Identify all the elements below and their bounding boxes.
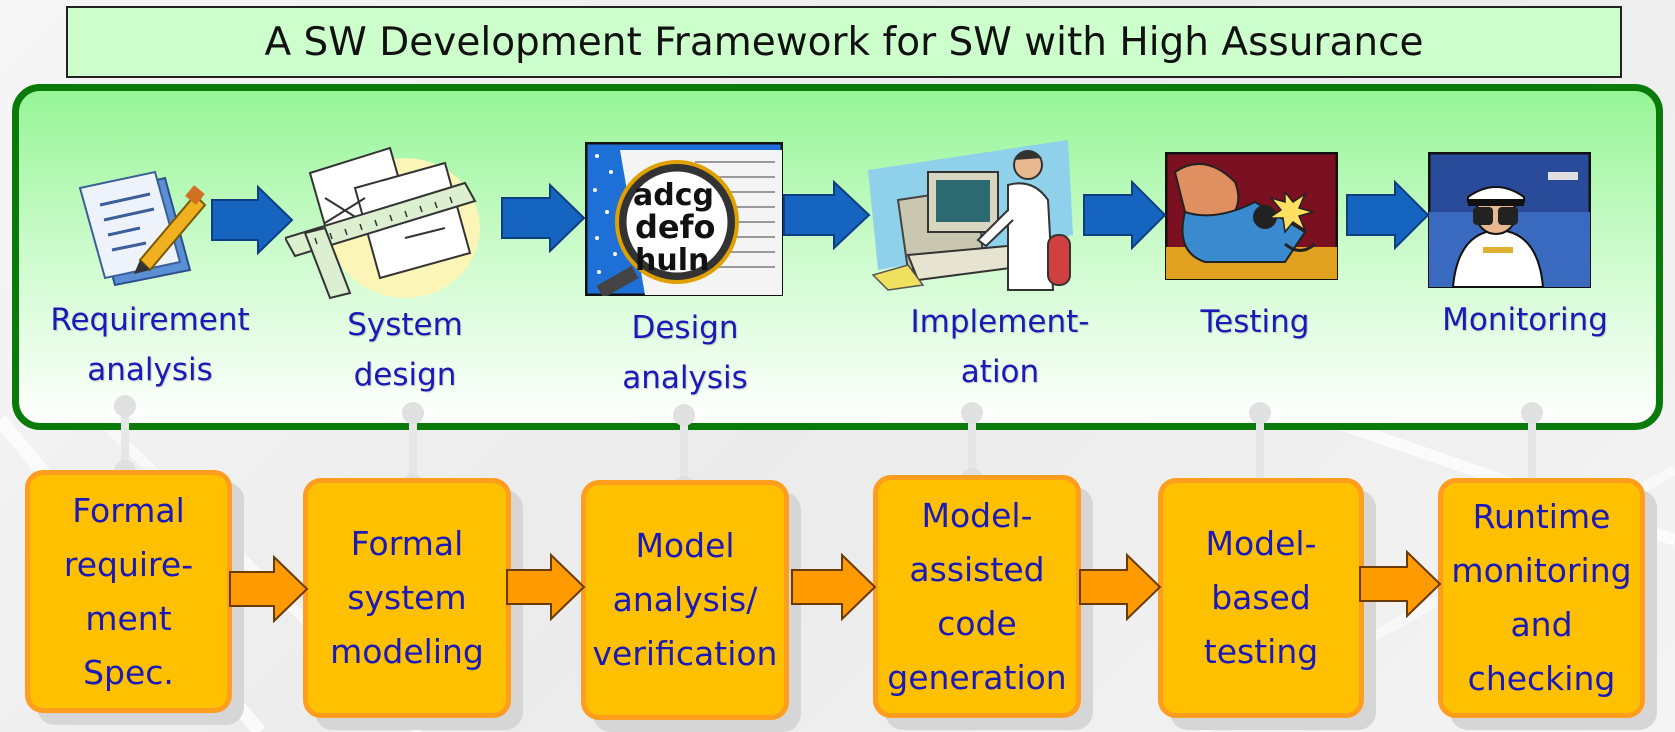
connector-dot bbox=[114, 395, 136, 417]
connector-dot bbox=[402, 402, 424, 424]
blue-arrow-icon bbox=[783, 180, 871, 250]
connector-line bbox=[121, 404, 129, 464]
orange-arrow-icon bbox=[1359, 550, 1442, 618]
connector-line bbox=[1528, 410, 1536, 486]
method-box-runtime-monitoring-checking: Runtime monitoring and checking bbox=[1438, 478, 1645, 718]
process-panel bbox=[12, 84, 1663, 430]
connector-line bbox=[1256, 410, 1264, 486]
method-box-model-analysis-verification: Model analysis/ verification bbox=[581, 480, 789, 720]
magnifying-glass-icon: adcg defo huln bbox=[585, 142, 783, 296]
stage-label-system-design: System design bbox=[347, 307, 463, 393]
blue-arrow-icon bbox=[1346, 180, 1430, 250]
orange-arrow-icon bbox=[1079, 553, 1162, 621]
connector-line bbox=[680, 412, 688, 484]
stage-label-requirement-analysis: Requirement analysis bbox=[50, 302, 250, 388]
method-box-formal-system-modeling: Formal system modeling bbox=[303, 478, 511, 718]
method-box-model-based-testing: Model- based testing bbox=[1158, 478, 1364, 718]
svg-text:defo: defo bbox=[635, 208, 716, 246]
stage-label-testing: Testing bbox=[1200, 304, 1310, 340]
connector-dot bbox=[1249, 402, 1271, 424]
document-pen-icon bbox=[78, 170, 207, 287]
stage-label-monitoring: Monitoring bbox=[1442, 302, 1608, 338]
svg-text:huln: huln bbox=[635, 243, 709, 278]
blue-arrow-icon bbox=[1083, 180, 1167, 250]
method-box-formal-requirement-spec: Formal require- ment Spec. bbox=[25, 470, 232, 713]
orange-arrow-icon bbox=[229, 555, 309, 623]
connector-line bbox=[409, 410, 417, 480]
stage-label-design-analysis: Design analysis bbox=[622, 310, 748, 396]
stage-label-implementation: Implement- ation bbox=[910, 304, 1090, 390]
method-box-model-assisted-code-generation: Model- assisted code generation bbox=[873, 475, 1081, 718]
orange-arrow-icon bbox=[791, 553, 877, 621]
connector-line bbox=[968, 410, 976, 476]
blueprint-ruler-icon bbox=[285, 146, 480, 300]
svg-text:adcg: adcg bbox=[633, 178, 714, 213]
inspector-icon bbox=[1165, 152, 1338, 280]
programmer-at-computer-icon bbox=[868, 140, 1073, 291]
connector-dot bbox=[1521, 402, 1543, 424]
diagram-title: A SW Development Framework for SW with H… bbox=[66, 6, 1622, 78]
connector-dot bbox=[673, 404, 695, 426]
connector-dot bbox=[961, 402, 983, 424]
orange-arrow-icon bbox=[506, 553, 586, 621]
blue-arrow-icon bbox=[501, 183, 586, 253]
captain-binoculars-icon bbox=[1428, 152, 1591, 288]
blue-arrow-icon bbox=[211, 185, 294, 255]
